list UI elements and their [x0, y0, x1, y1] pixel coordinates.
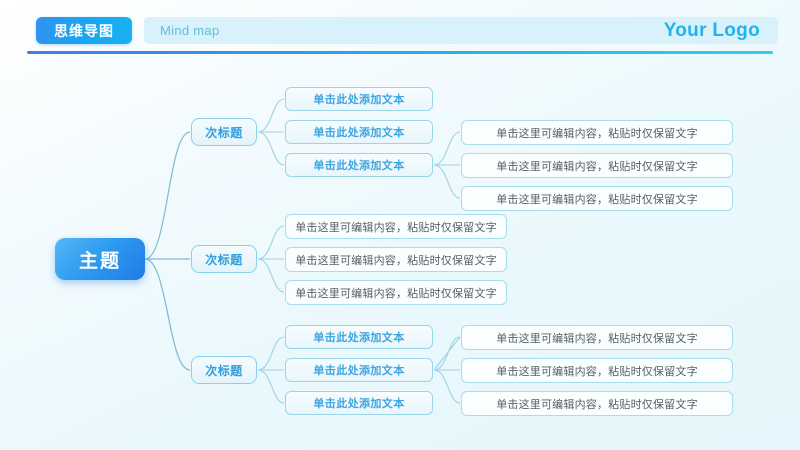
- branch-3-child-2[interactable]: 单击此处添加文本: [285, 358, 433, 382]
- mindmap-root-node[interactable]: 主题: [55, 238, 145, 280]
- branch-3-leaf-3[interactable]: 单击这里可编辑内容，粘贴时仅保留文字: [461, 391, 733, 416]
- header-divider: [27, 51, 773, 54]
- branch-2-child-3[interactable]: 单击这里可编辑内容，粘贴时仅保留文字: [285, 280, 507, 305]
- branch-3-child-3[interactable]: 单击此处添加文本: [285, 391, 433, 415]
- branch-1-child-3[interactable]: 单击此处添加文本: [285, 153, 433, 177]
- branch-node-3[interactable]: 次标题: [191, 356, 257, 384]
- title-badge[interactable]: 思维导图: [36, 17, 132, 44]
- subtitle-label: Mind map: [160, 23, 220, 38]
- branch-1-child-1[interactable]: 单击此处添加文本: [285, 87, 433, 111]
- slide-header: 思维导图 Mind map Your Logo: [0, 0, 800, 62]
- subtitle-bar[interactable]: Mind map: [144, 17, 778, 44]
- branch-1-leaf-1[interactable]: 单击这里可编辑内容，粘贴时仅保留文字: [461, 120, 733, 145]
- branch-3-child-1[interactable]: 单击此处添加文本: [285, 325, 433, 349]
- branch-node-2[interactable]: 次标题: [191, 245, 257, 273]
- branch-3-leaf-1[interactable]: 单击这里可编辑内容，粘贴时仅保留文字: [461, 325, 733, 350]
- branch-2-child-1[interactable]: 单击这里可编辑内容，粘贴时仅保留文字: [285, 214, 507, 239]
- branch-1-leaf-3[interactable]: 单击这里可编辑内容，粘贴时仅保留文字: [461, 186, 733, 211]
- logo-text[interactable]: Your Logo: [663, 20, 760, 41]
- branch-3-leaf-2[interactable]: 单击这里可编辑内容，粘贴时仅保留文字: [461, 358, 733, 383]
- branch-node-1[interactable]: 次标题: [191, 118, 257, 146]
- branch-2-child-2[interactable]: 单击这里可编辑内容，粘贴时仅保留文字: [285, 247, 507, 272]
- branch-1-child-2[interactable]: 单击此处添加文本: [285, 120, 433, 144]
- branch-1-leaf-2[interactable]: 单击这里可编辑内容，粘贴时仅保留文字: [461, 153, 733, 178]
- mindmap-canvas: 主题 次标题 单击此处添加文本 单击此处添加文本 单击此处添加文本 单击这里可编…: [0, 62, 800, 450]
